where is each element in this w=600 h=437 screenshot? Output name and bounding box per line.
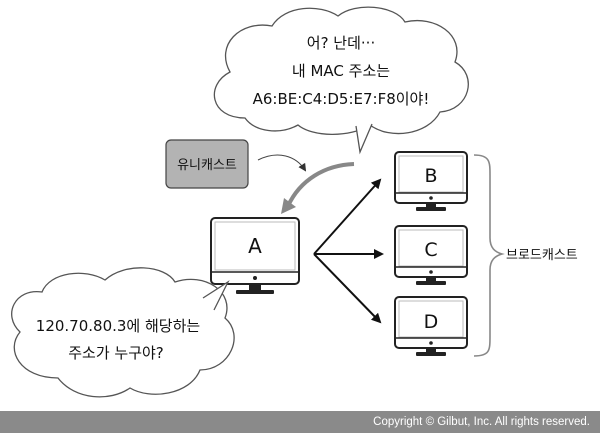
arrow-a-to-d <box>313 253 382 324</box>
unicast-return-arrow <box>286 162 355 207</box>
top-speech-bubble: 어? 난데··· 내 MAC 주소는 A6:BE:C4:D5:E7:F8이야! <box>213 6 469 155</box>
top-bubble-line2: 내 MAC 주소는 <box>292 62 390 80</box>
computer-c: C <box>394 225 468 285</box>
unicast-pointer-arrow <box>257 154 307 172</box>
arrow-a-to-b <box>313 178 382 255</box>
broadcast-label: 브로드캐스트 <box>506 248 578 263</box>
bottom-bubble-line1: 120.70.80.3에 해당하는 <box>36 317 201 335</box>
bottom-bubble-line2: 주소가 누구야? <box>68 344 164 362</box>
unicast-return-arrowhead <box>281 198 296 214</box>
unicast-label: 유니캐스트 <box>177 158 237 173</box>
bottom-speech-bubble: 120.70.80.3에 해당하는 주소가 누구야? <box>11 267 235 398</box>
unicast-box: 유니캐스트 <box>165 139 249 189</box>
computer-d-label: D <box>424 311 439 333</box>
broadcast-brace <box>473 154 505 357</box>
computer-a-label: A <box>248 234 262 258</box>
computer-b-label: B <box>424 165 437 187</box>
computer-d: D <box>394 296 468 356</box>
computer-a: A <box>210 217 300 294</box>
top-bubble-line1: 어? 난데··· <box>307 34 375 52</box>
copyright-footer: Copyright © Gilbut, Inc. All rights rese… <box>0 411 600 433</box>
top-bubble-line3: A6:BE:C4:D5:E7:F8이야! <box>253 90 430 108</box>
computer-c-label: C <box>424 239 437 261</box>
copyright-text: Copyright © Gilbut, Inc. All rights rese… <box>373 416 590 428</box>
computer-b: B <box>394 151 468 211</box>
